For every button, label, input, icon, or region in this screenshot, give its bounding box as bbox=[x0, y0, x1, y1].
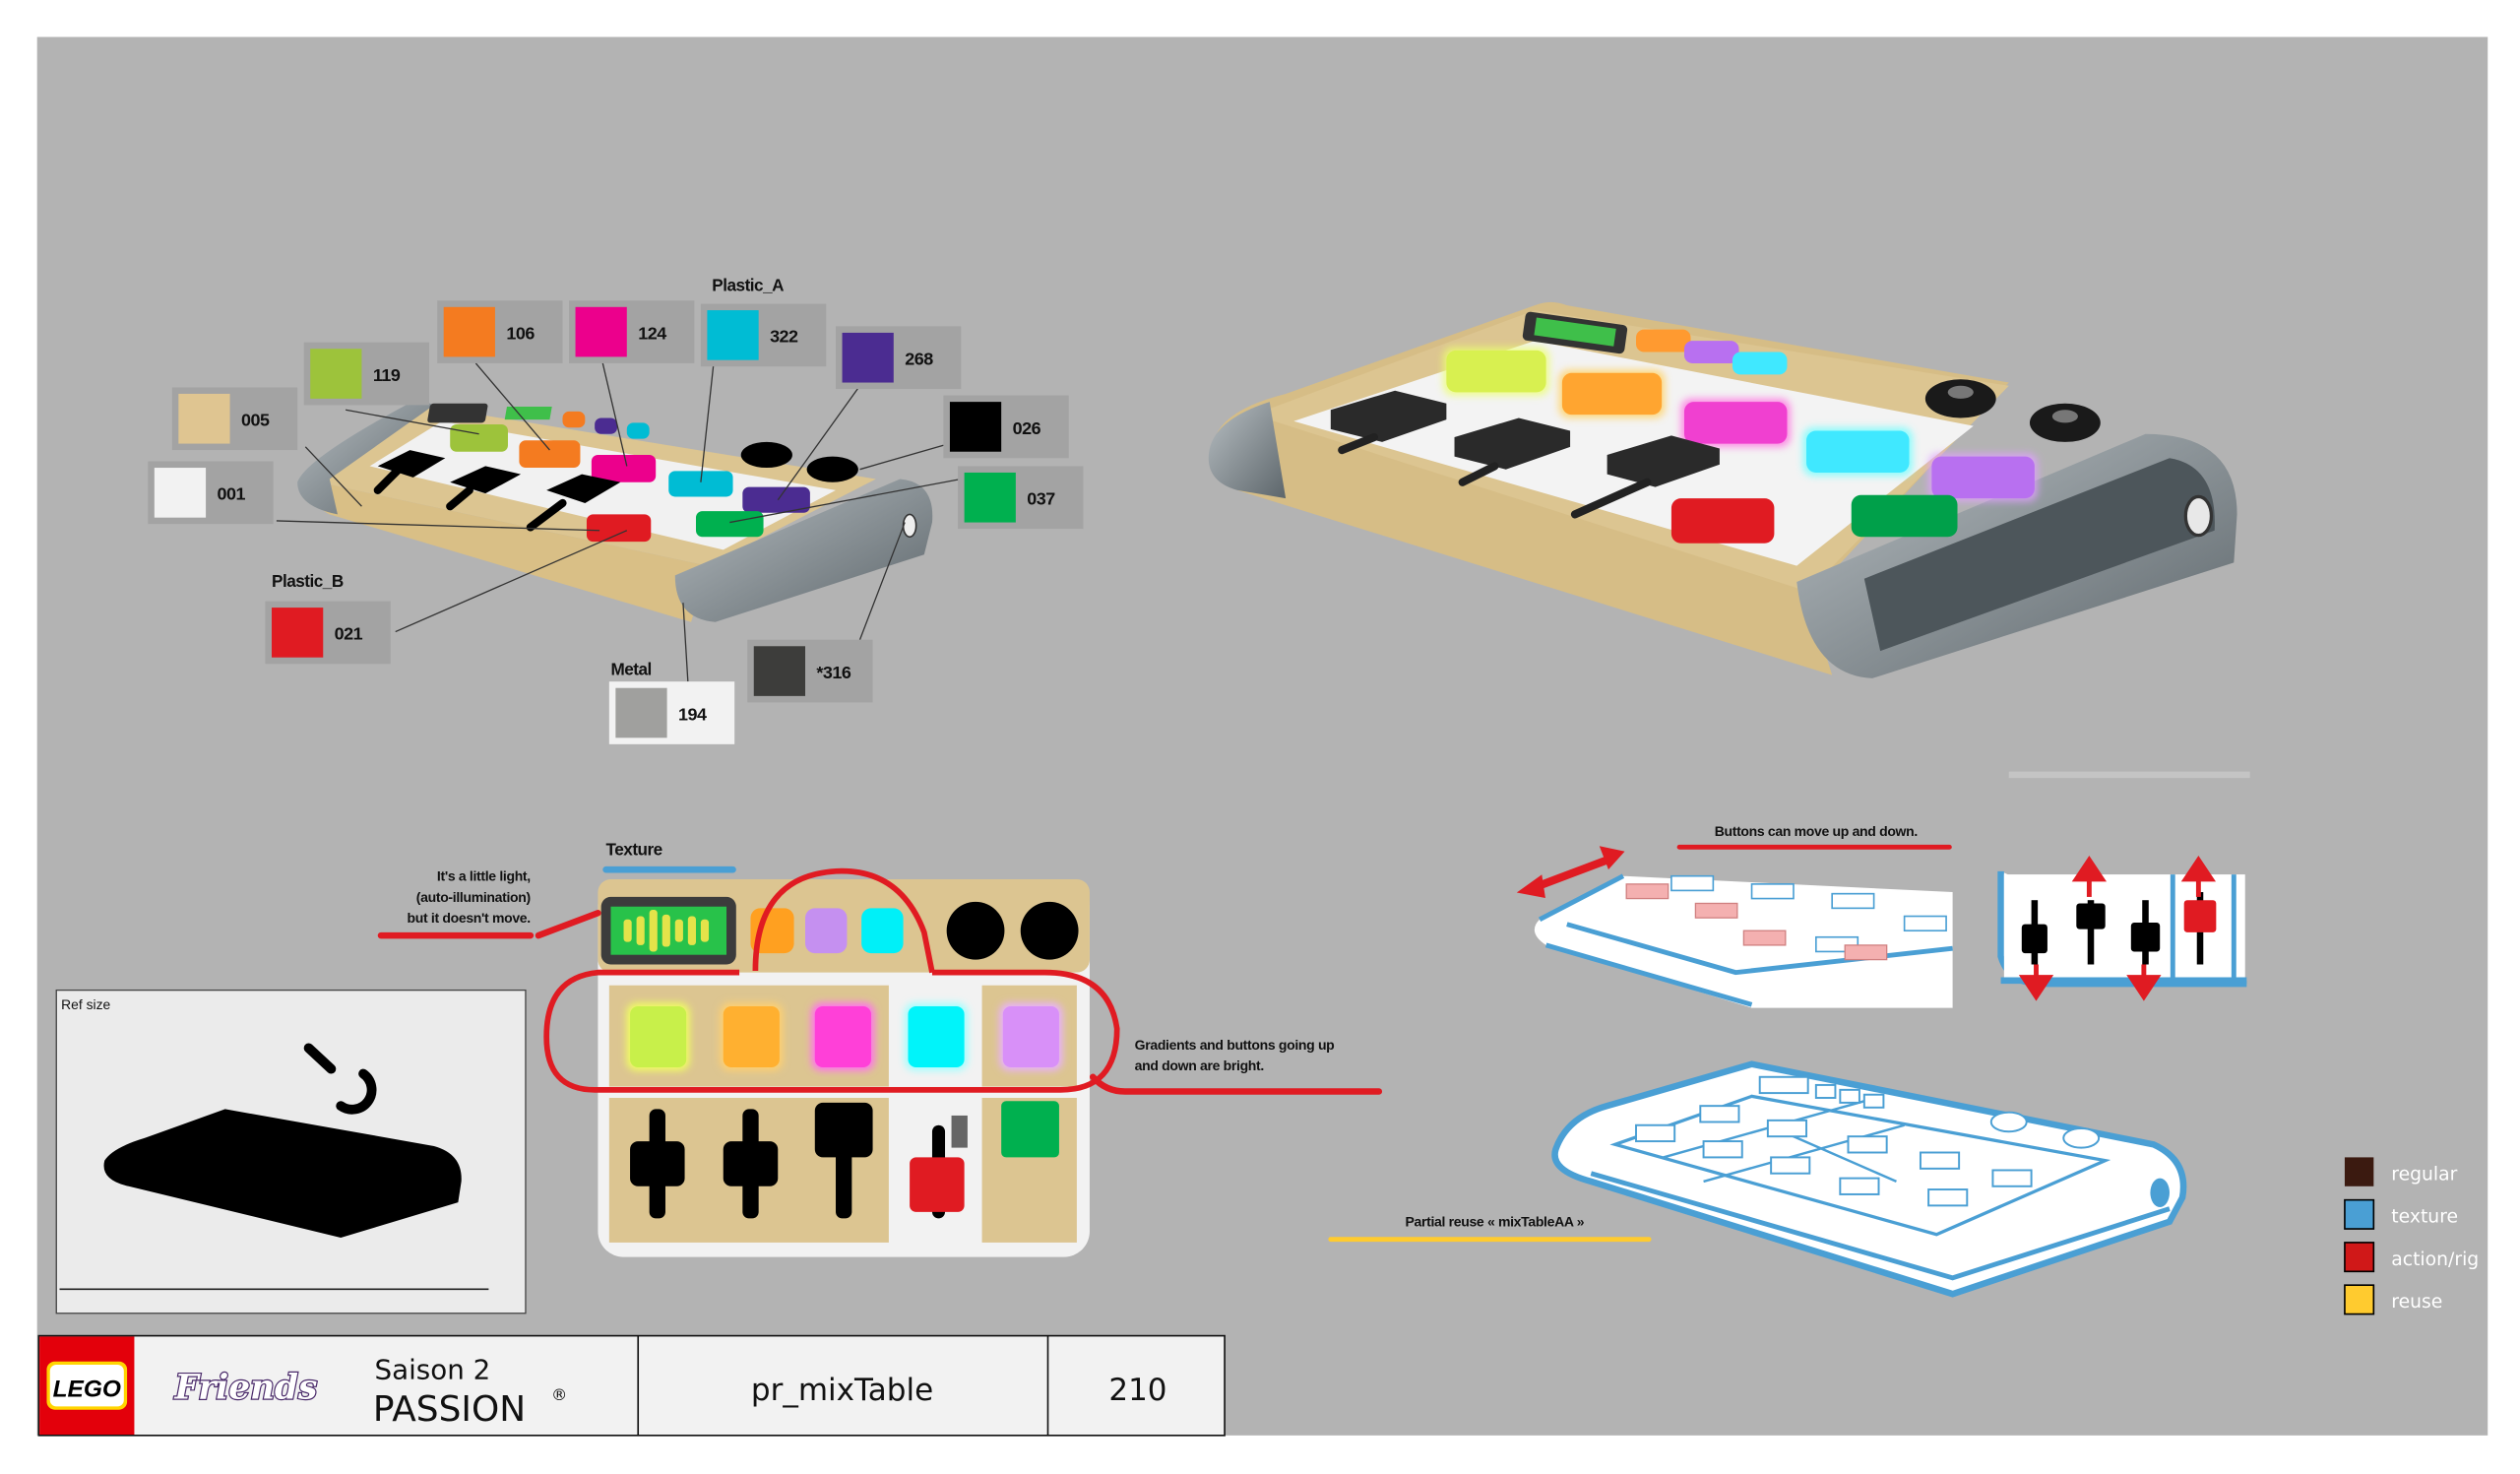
swatch-code: 021 bbox=[335, 624, 363, 644]
swatch-color-chip bbox=[949, 402, 1002, 452]
legend: regular texture action/rig reuse bbox=[2344, 1157, 2479, 1315]
title-block: LEGO Friends Saison 2 PASSION ® pr_mixTa… bbox=[37, 1334, 1226, 1437]
swatch-color-chip bbox=[178, 393, 230, 444]
swatch-194: 194 bbox=[608, 681, 735, 744]
swatch-code: 194 bbox=[678, 704, 707, 724]
swatch-color-chip bbox=[272, 608, 324, 658]
ref-size-label: Ref size bbox=[61, 996, 110, 1012]
leader-lines bbox=[276, 362, 962, 682]
legend-swatch bbox=[2344, 1284, 2375, 1315]
friends-logo: Friends bbox=[174, 1368, 318, 1407]
group-label-plastic-b: Plastic_B bbox=[272, 571, 344, 591]
legend-label: reuse bbox=[2391, 1292, 2442, 1313]
legend-swatch bbox=[2344, 1198, 2375, 1230]
legend-label: action/rig bbox=[2391, 1250, 2479, 1270]
device-silhouette bbox=[103, 1109, 462, 1239]
swatch-code: *316 bbox=[816, 663, 850, 682]
swatch-code: 322 bbox=[770, 327, 798, 347]
swatch-001: 001 bbox=[148, 461, 274, 525]
annotated-device-illustration bbox=[297, 398, 933, 622]
swatch-021: 021 bbox=[265, 601, 391, 665]
registered-mark: ® bbox=[551, 1385, 567, 1404]
swatch-code: 106 bbox=[506, 323, 535, 343]
swatch-code: 026 bbox=[1013, 418, 1041, 438]
page-number: 210 bbox=[1108, 1373, 1166, 1408]
legend-swatch bbox=[2344, 1242, 2375, 1273]
swatch-color-chip bbox=[575, 306, 627, 357]
legend-label: texture bbox=[2391, 1207, 2458, 1228]
swatch-color-chip bbox=[842, 332, 894, 383]
move-note: Buttons can move up and down. bbox=[1715, 823, 1918, 839]
light-note-line: It's a little light, bbox=[437, 868, 531, 884]
texture-breakdown: Texture It's a lit bbox=[377, 839, 1383, 1257]
swatch-code: 005 bbox=[241, 411, 270, 430]
swatch-star-316: *316 bbox=[747, 639, 873, 703]
swatch-005: 005 bbox=[171, 387, 298, 451]
swatch-color-chip bbox=[964, 472, 1016, 523]
swatch-code: 268 bbox=[905, 350, 933, 369]
swatch-124: 124 bbox=[569, 300, 695, 363]
swatch-code: 037 bbox=[1027, 489, 1055, 509]
bright-note-line: and down are bright. bbox=[1135, 1057, 1264, 1073]
swatch-106: 106 bbox=[437, 300, 563, 363]
asset-name: pr_mixTable bbox=[751, 1373, 933, 1408]
series-subtitle: PASSION bbox=[373, 1389, 526, 1430]
movement-sketches: Buttons can move up and down. bbox=[1516, 771, 2250, 1008]
swatch-322: 322 bbox=[700, 303, 827, 367]
legend-swatch bbox=[2344, 1157, 2374, 1186]
lego-logo: LEGO bbox=[39, 1336, 135, 1436]
legend-label: regular bbox=[2391, 1164, 2457, 1185]
texture-title: Texture bbox=[606, 839, 662, 859]
bright-note-line: Gradients and buttons going up bbox=[1135, 1037, 1335, 1053]
swatch-color-chip bbox=[615, 687, 667, 738]
group-label-metal: Metal bbox=[610, 660, 651, 679]
swatch-color-chip bbox=[707, 310, 759, 360]
swatch-code: 001 bbox=[218, 484, 246, 504]
light-note-line: (auto-illumination) bbox=[416, 889, 531, 905]
wrench-icon bbox=[303, 1043, 377, 1115]
lego-logo-text: LEGO bbox=[53, 1377, 121, 1403]
swatch-color-chip bbox=[154, 468, 207, 518]
swatch-code: 124 bbox=[638, 323, 666, 343]
rendered-device-illustration bbox=[1208, 301, 2237, 678]
swatch-119: 119 bbox=[303, 342, 429, 406]
swatch-037: 037 bbox=[958, 466, 1084, 530]
swatch-268: 268 bbox=[836, 326, 962, 390]
season-label: Saison 2 bbox=[374, 1354, 490, 1386]
reuse-note: Partial reuse « mixTableAA » bbox=[1405, 1214, 1584, 1230]
swatch-026: 026 bbox=[943, 395, 1069, 459]
light-note-line: but it doesn't move. bbox=[408, 910, 531, 926]
swatch-color-chip bbox=[310, 349, 362, 399]
group-label-plastic-a: Plastic_A bbox=[712, 275, 784, 294]
swatch-color-chip bbox=[753, 646, 806, 696]
ref-size-panel: Ref size bbox=[55, 989, 527, 1314]
swatch-code: 119 bbox=[373, 365, 401, 385]
color-swatches: 106 124 322 268 119 005 001 026 037 021 *316 194 bbox=[148, 300, 1084, 744]
reuse-device-sketch: Partial reuse « mixTableAA » bbox=[1328, 1060, 2187, 1298]
swatch-color-chip bbox=[443, 306, 495, 357]
